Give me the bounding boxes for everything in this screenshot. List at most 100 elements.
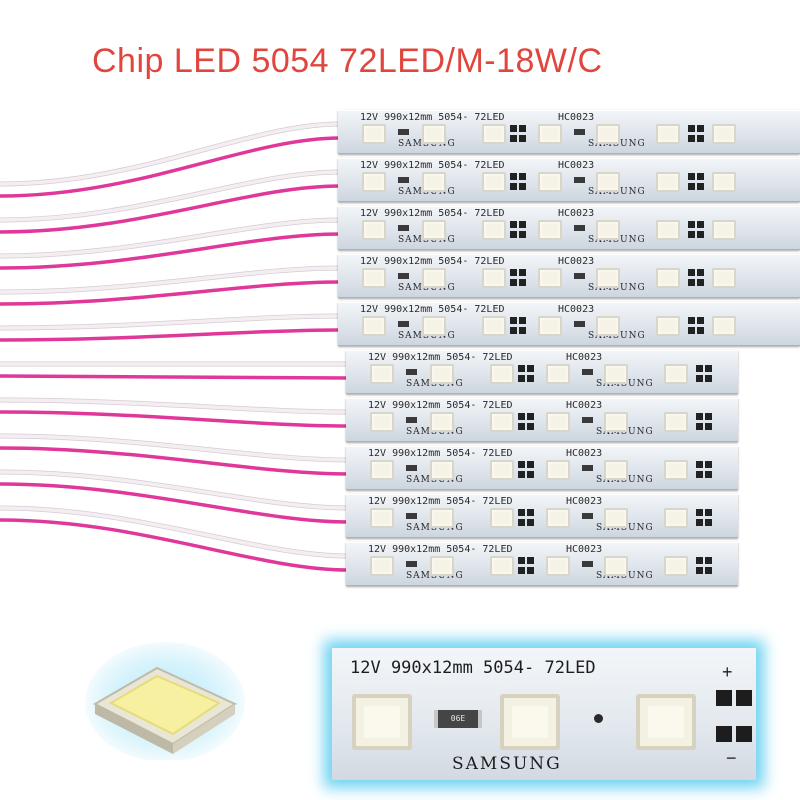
strip-brand-label: SAMSUNG xyxy=(398,283,456,293)
strip-resistor xyxy=(574,177,585,183)
strip-led-chip xyxy=(546,412,570,432)
strip-spec-label: 12V 990x12mm 5054- 72LED xyxy=(368,352,513,363)
strip-solder-pad xyxy=(705,461,712,468)
strip-code-label: HC0023 xyxy=(566,352,603,363)
strip-solder-pad xyxy=(697,279,704,286)
wire-white xyxy=(0,314,342,330)
strip-solder-pad xyxy=(518,557,525,564)
strip-solder-pad xyxy=(519,317,526,324)
strip-code-label: HC0023 xyxy=(566,448,603,459)
strip-solder-pad xyxy=(697,183,704,190)
strip-resistor xyxy=(574,129,585,135)
wire-pink xyxy=(0,328,342,342)
strip-solder-pad xyxy=(518,519,525,526)
strip-led-chip xyxy=(604,364,628,384)
strip-code-label: HC0023 xyxy=(558,304,595,315)
strip-spec-label: 12V 990x12mm 5054- 72LED xyxy=(368,544,513,555)
strip-solder-pad xyxy=(518,413,525,420)
strip-led-chip xyxy=(430,412,454,432)
strip-brand-label: SAMSUNG xyxy=(588,139,646,149)
strip-solder-pad xyxy=(518,509,525,516)
strip-solder-pad xyxy=(705,413,712,420)
strip-solder-pad xyxy=(510,125,517,132)
strip-led-chip xyxy=(546,364,570,384)
strip-solder-pad xyxy=(510,269,517,276)
strip-resistor xyxy=(406,465,417,471)
strip-solder-pad xyxy=(697,221,704,228)
zoom-spec-label: 12V 990x12mm 5054- 72LED xyxy=(350,658,596,678)
strip-code-label: HC0023 xyxy=(558,256,595,267)
strip-solder-pad xyxy=(696,365,703,372)
strip-resistor xyxy=(398,225,409,231)
strip-solder-pad xyxy=(510,327,517,334)
strip-solder-pad xyxy=(527,557,534,564)
strip-spec-label: 12V 990x12mm 5054- 72LED xyxy=(360,208,505,219)
wire-white xyxy=(0,170,342,222)
strip-spec-label: 12V 990x12mm 5054- 72LED xyxy=(360,160,505,171)
strip-solder-pad xyxy=(527,471,534,478)
strip-solder-pad xyxy=(696,471,703,478)
strip-solder-pad xyxy=(519,231,526,238)
strip-led-chip xyxy=(490,508,514,528)
strip-led-chip xyxy=(604,412,628,432)
strip-led-chip xyxy=(362,220,386,240)
zoom-led-chip xyxy=(636,694,696,750)
strip-led-chip xyxy=(596,316,620,336)
zoom-led-chip xyxy=(352,694,412,750)
strip-led-chip xyxy=(712,124,736,144)
strip-led-chip xyxy=(370,556,394,576)
strip-brand-label: SAMSUNG xyxy=(398,139,456,149)
strip-brand-label: SAMSUNG xyxy=(406,427,464,437)
strip-spec-label: 12V 990x12mm 5054- 72LED xyxy=(368,400,513,411)
strip-solder-pad xyxy=(688,221,695,228)
wire-white xyxy=(0,434,350,462)
strip-led-chip xyxy=(422,316,446,336)
strip-brand-label: SAMSUNG xyxy=(588,283,646,293)
strip-led-chip xyxy=(422,220,446,240)
wire-pink xyxy=(0,184,342,234)
strip-resistor xyxy=(398,129,409,135)
strip-solder-pad xyxy=(688,183,695,190)
strip-resistor xyxy=(574,273,585,279)
strip-solder-pad xyxy=(696,375,703,382)
strip-brand-label: SAMSUNG xyxy=(596,427,654,437)
strip-led-chip xyxy=(656,316,680,336)
strip-solder-pad xyxy=(518,423,525,430)
strip-spec-label: 12V 990x12mm 5054- 72LED xyxy=(368,496,513,507)
wire-pink xyxy=(0,518,350,572)
strip-solder-pad xyxy=(519,183,526,190)
strip-led-chip xyxy=(546,460,570,480)
strip-solder-pad xyxy=(697,317,704,324)
strip-resistor xyxy=(398,321,409,327)
strip-led-chip xyxy=(604,460,628,480)
strip-code-label: HC0023 xyxy=(558,112,595,123)
strip-led-chip xyxy=(664,508,688,528)
strip-led-chip xyxy=(490,556,514,576)
strip-led-chip xyxy=(482,316,506,336)
strip-resistor xyxy=(406,417,417,423)
zoom-solder-pad xyxy=(736,726,752,742)
wire-white xyxy=(0,266,342,294)
strip-solder-pad xyxy=(705,557,712,564)
zoom-led-chip xyxy=(500,694,560,750)
strip-led-chip xyxy=(596,124,620,144)
strip-code-label: HC0023 xyxy=(566,496,603,507)
wire-pink xyxy=(0,136,342,198)
strip-led-chip xyxy=(370,460,394,480)
strip-spec-label: 12V 990x12mm 5054- 72LED xyxy=(360,112,505,123)
strip-solder-pad xyxy=(519,173,526,180)
strip-led-chip xyxy=(538,172,562,192)
strip-led-chip xyxy=(422,124,446,144)
strip-solder-pad xyxy=(697,173,704,180)
wire-pink xyxy=(0,232,342,270)
strip-solder-pad xyxy=(527,413,534,420)
wire-white xyxy=(0,506,350,558)
strip-solder-pad xyxy=(688,327,695,334)
strip-led-chip xyxy=(430,460,454,480)
